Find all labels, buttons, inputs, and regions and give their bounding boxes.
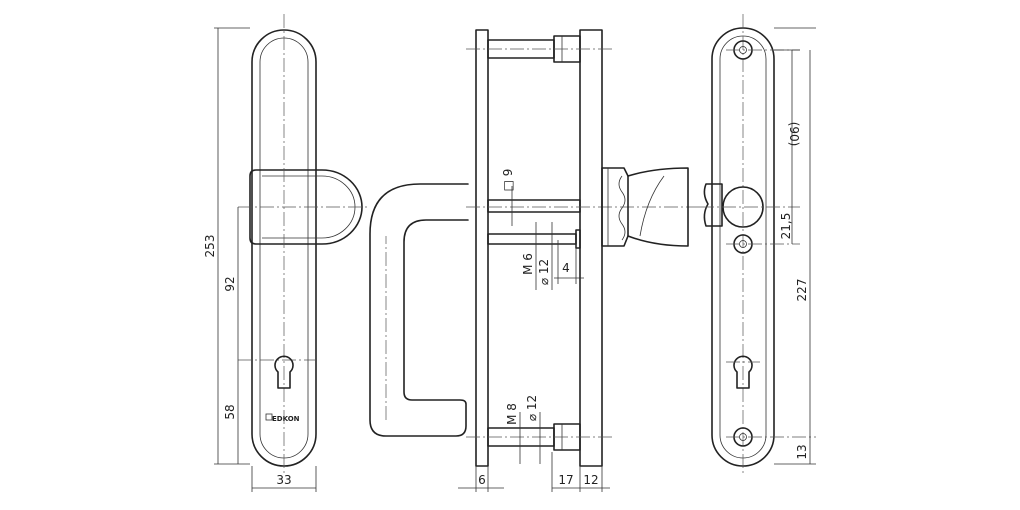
dim-bottom-screw: 13 (795, 444, 809, 459)
spindle (487, 199, 581, 213)
dim-square-spindle: □ 9 (501, 169, 515, 192)
dim-cylinder-to-bottom: 58 (223, 404, 237, 419)
back-view-dimensions: (90) 21,5 227 13 (774, 27, 816, 465)
dim-plate-width: 33 (276, 473, 291, 487)
back-view (700, 14, 816, 476)
dim-handle-to-cylinder: 92 (223, 276, 237, 291)
lever-handle (369, 183, 469, 437)
cylinder-cutout (274, 355, 294, 389)
dim-right-height: 227 (795, 279, 809, 302)
dim-diameter-top: ⌀ 12 (537, 259, 551, 285)
side-view-dimensions: □ 9 M 6 ⌀ 12 4 M 8 ⌀ 12 6 17 12 (458, 169, 610, 492)
front-view-dimensions: 253 92 58 33 (203, 27, 317, 492)
dim-diameter-bottom: ⌀ 12 (525, 395, 539, 421)
back-plate-side (579, 29, 603, 467)
dim-overall-height: 253 (203, 235, 217, 258)
brand-mark-box (265, 413, 273, 421)
dim-thread-bottom: M 8 (505, 403, 519, 425)
dim-screw-spacing: (90) (787, 122, 801, 147)
knob-outline (249, 169, 363, 245)
dim-back-plate-thickness: 12 (583, 473, 598, 487)
dim-plate-thickness: 6 (478, 473, 486, 487)
back-cylinder-cutout (733, 355, 753, 389)
dim-thread-top: M 6 (521, 253, 535, 275)
back-knob (627, 167, 689, 247)
front-plate-side (475, 29, 489, 467)
dim-rosette-depth: 17 (558, 473, 573, 487)
dim-offset-4: 4 (562, 261, 570, 275)
spindle-stub (703, 183, 723, 227)
middle-screw (487, 233, 577, 245)
front-view: EDKON (238, 14, 370, 476)
dim-handle-offset: 21,5 (779, 213, 793, 240)
brand-mark: EDKON (272, 415, 300, 423)
